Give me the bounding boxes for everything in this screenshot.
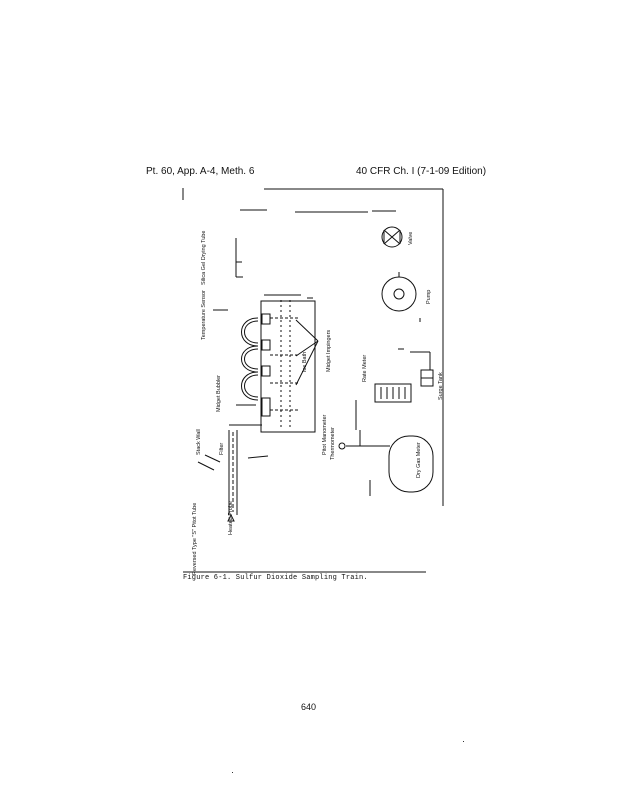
page-number: 640 (301, 702, 317, 712)
figure-caption: Figure 6-1. Sulfur Dioxide Sampling Trai… (183, 574, 368, 582)
running-header-right: 40 CFR Ch. I (7-1-09 Edition) (356, 166, 487, 177)
label-temperature-sensor: Temperature Sensor (201, 290, 207, 340)
label-pump: Pump (426, 290, 432, 304)
scan-speck (232, 772, 233, 773)
label-pitot: Reversed Type "S" Pitot Tube (192, 503, 198, 575)
thermometer-symbol (338, 442, 346, 450)
label-thermometer: Thermometer (330, 427, 336, 460)
running-header-left: Pt. 60, App. A-4, Meth. 6 (146, 166, 255, 177)
label-rate-meter: Rate Meter (362, 355, 368, 382)
label-surge-tank: Surge Tank (438, 372, 444, 400)
scan-speck (463, 741, 464, 742)
label-dry-gas-meter: Dry Gas Meter (416, 442, 422, 478)
pump-symbol (381, 272, 417, 312)
valve-symbol (381, 226, 403, 248)
label-silica-gel: Silica Gel Drying Tube (201, 231, 207, 285)
connector-2 (241, 345, 259, 373)
label-ice-bath: Ice Bath (302, 352, 308, 372)
label-filter: Filter (219, 443, 225, 455)
connector-1 (241, 317, 259, 347)
connector-3 (241, 371, 259, 401)
label-pitot-manometer: Pitot Manometer (322, 414, 328, 455)
stack-wall (204, 454, 221, 463)
dry-gas-meter-symbol (388, 435, 434, 493)
label-valve: Valve (408, 232, 414, 245)
rate-meter-symbol (374, 383, 412, 403)
label-stack-wall: Stack Wall (196, 429, 202, 455)
label-heated-probe: Heated Probe (228, 501, 234, 535)
label-midget-impingers: Midget Impingers (326, 330, 332, 372)
label-midget-bubbler: Midget Bubbler (216, 375, 222, 412)
ice-bath-box (260, 300, 316, 433)
